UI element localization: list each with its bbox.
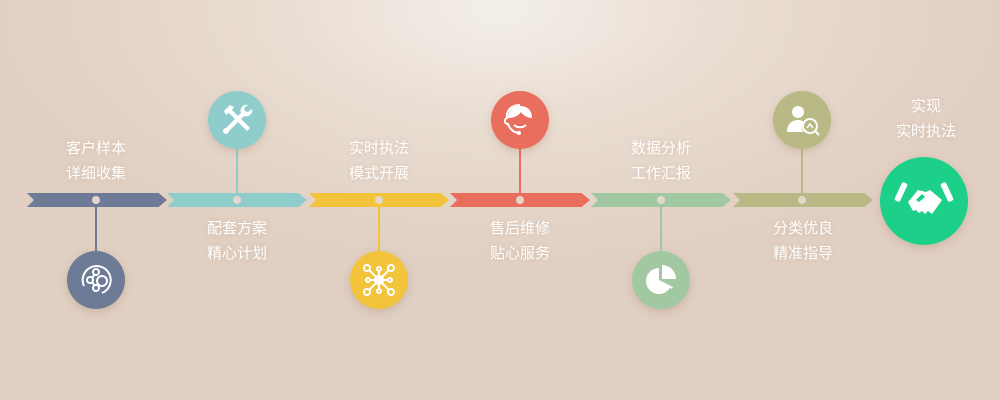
timeline-dot-2 <box>233 196 241 204</box>
hub-icon <box>350 251 408 309</box>
step-label-line: 精准指导 <box>772 244 833 262</box>
step-label-line: 配套方案 <box>206 219 267 237</box>
step-6-label: 分类优良精准指导 <box>743 216 863 266</box>
connector-3 <box>378 204 380 254</box>
connector-5 <box>660 204 662 254</box>
connector-1 <box>95 204 97 254</box>
step-2-label: 配套方案精心计划 <box>177 216 297 266</box>
final-label-line: 实现 <box>910 97 941 115</box>
user-search-icon <box>773 91 831 149</box>
final-label: 实现实时执法 <box>866 94 986 144</box>
connector-6 <box>801 148 803 196</box>
step-label-line: 工作汇报 <box>630 164 691 182</box>
step-label-line: 贴心服务 <box>489 244 550 262</box>
step-1-label: 客户样本详细收集 <box>36 136 156 186</box>
handshake-icon <box>880 157 968 245</box>
step-label-line: 分类优良 <box>772 219 833 237</box>
step-label-line: 精心计划 <box>206 244 267 262</box>
step-label-line: 模式开展 <box>348 164 409 182</box>
timeline-dot-3 <box>375 196 383 204</box>
connector-4 <box>519 148 521 196</box>
step-5-label: 数据分析工作汇报 <box>601 136 721 186</box>
network-icon <box>67 251 125 309</box>
connector-2 <box>236 148 238 196</box>
final-label-line: 实时执法 <box>895 122 956 140</box>
timeline-dot-6 <box>798 196 806 204</box>
tools-icon <box>208 91 266 149</box>
step-label-line: 客户样本 <box>65 139 126 157</box>
step-label-line: 实时执法 <box>348 139 409 157</box>
step-label-line: 详细收集 <box>65 164 126 182</box>
pie-chart-icon <box>632 251 690 309</box>
customer-service-icon <box>491 91 549 149</box>
step-4-label: 售后维修贴心服务 <box>460 216 580 266</box>
step-label-line: 售后维修 <box>489 219 550 237</box>
timeline-dot-4 <box>516 196 524 204</box>
step-label-line: 数据分析 <box>630 139 691 157</box>
timeline-dot-1 <box>92 196 100 204</box>
timeline-dot-5 <box>657 196 665 204</box>
step-3-label: 实时执法模式开展 <box>319 136 439 186</box>
